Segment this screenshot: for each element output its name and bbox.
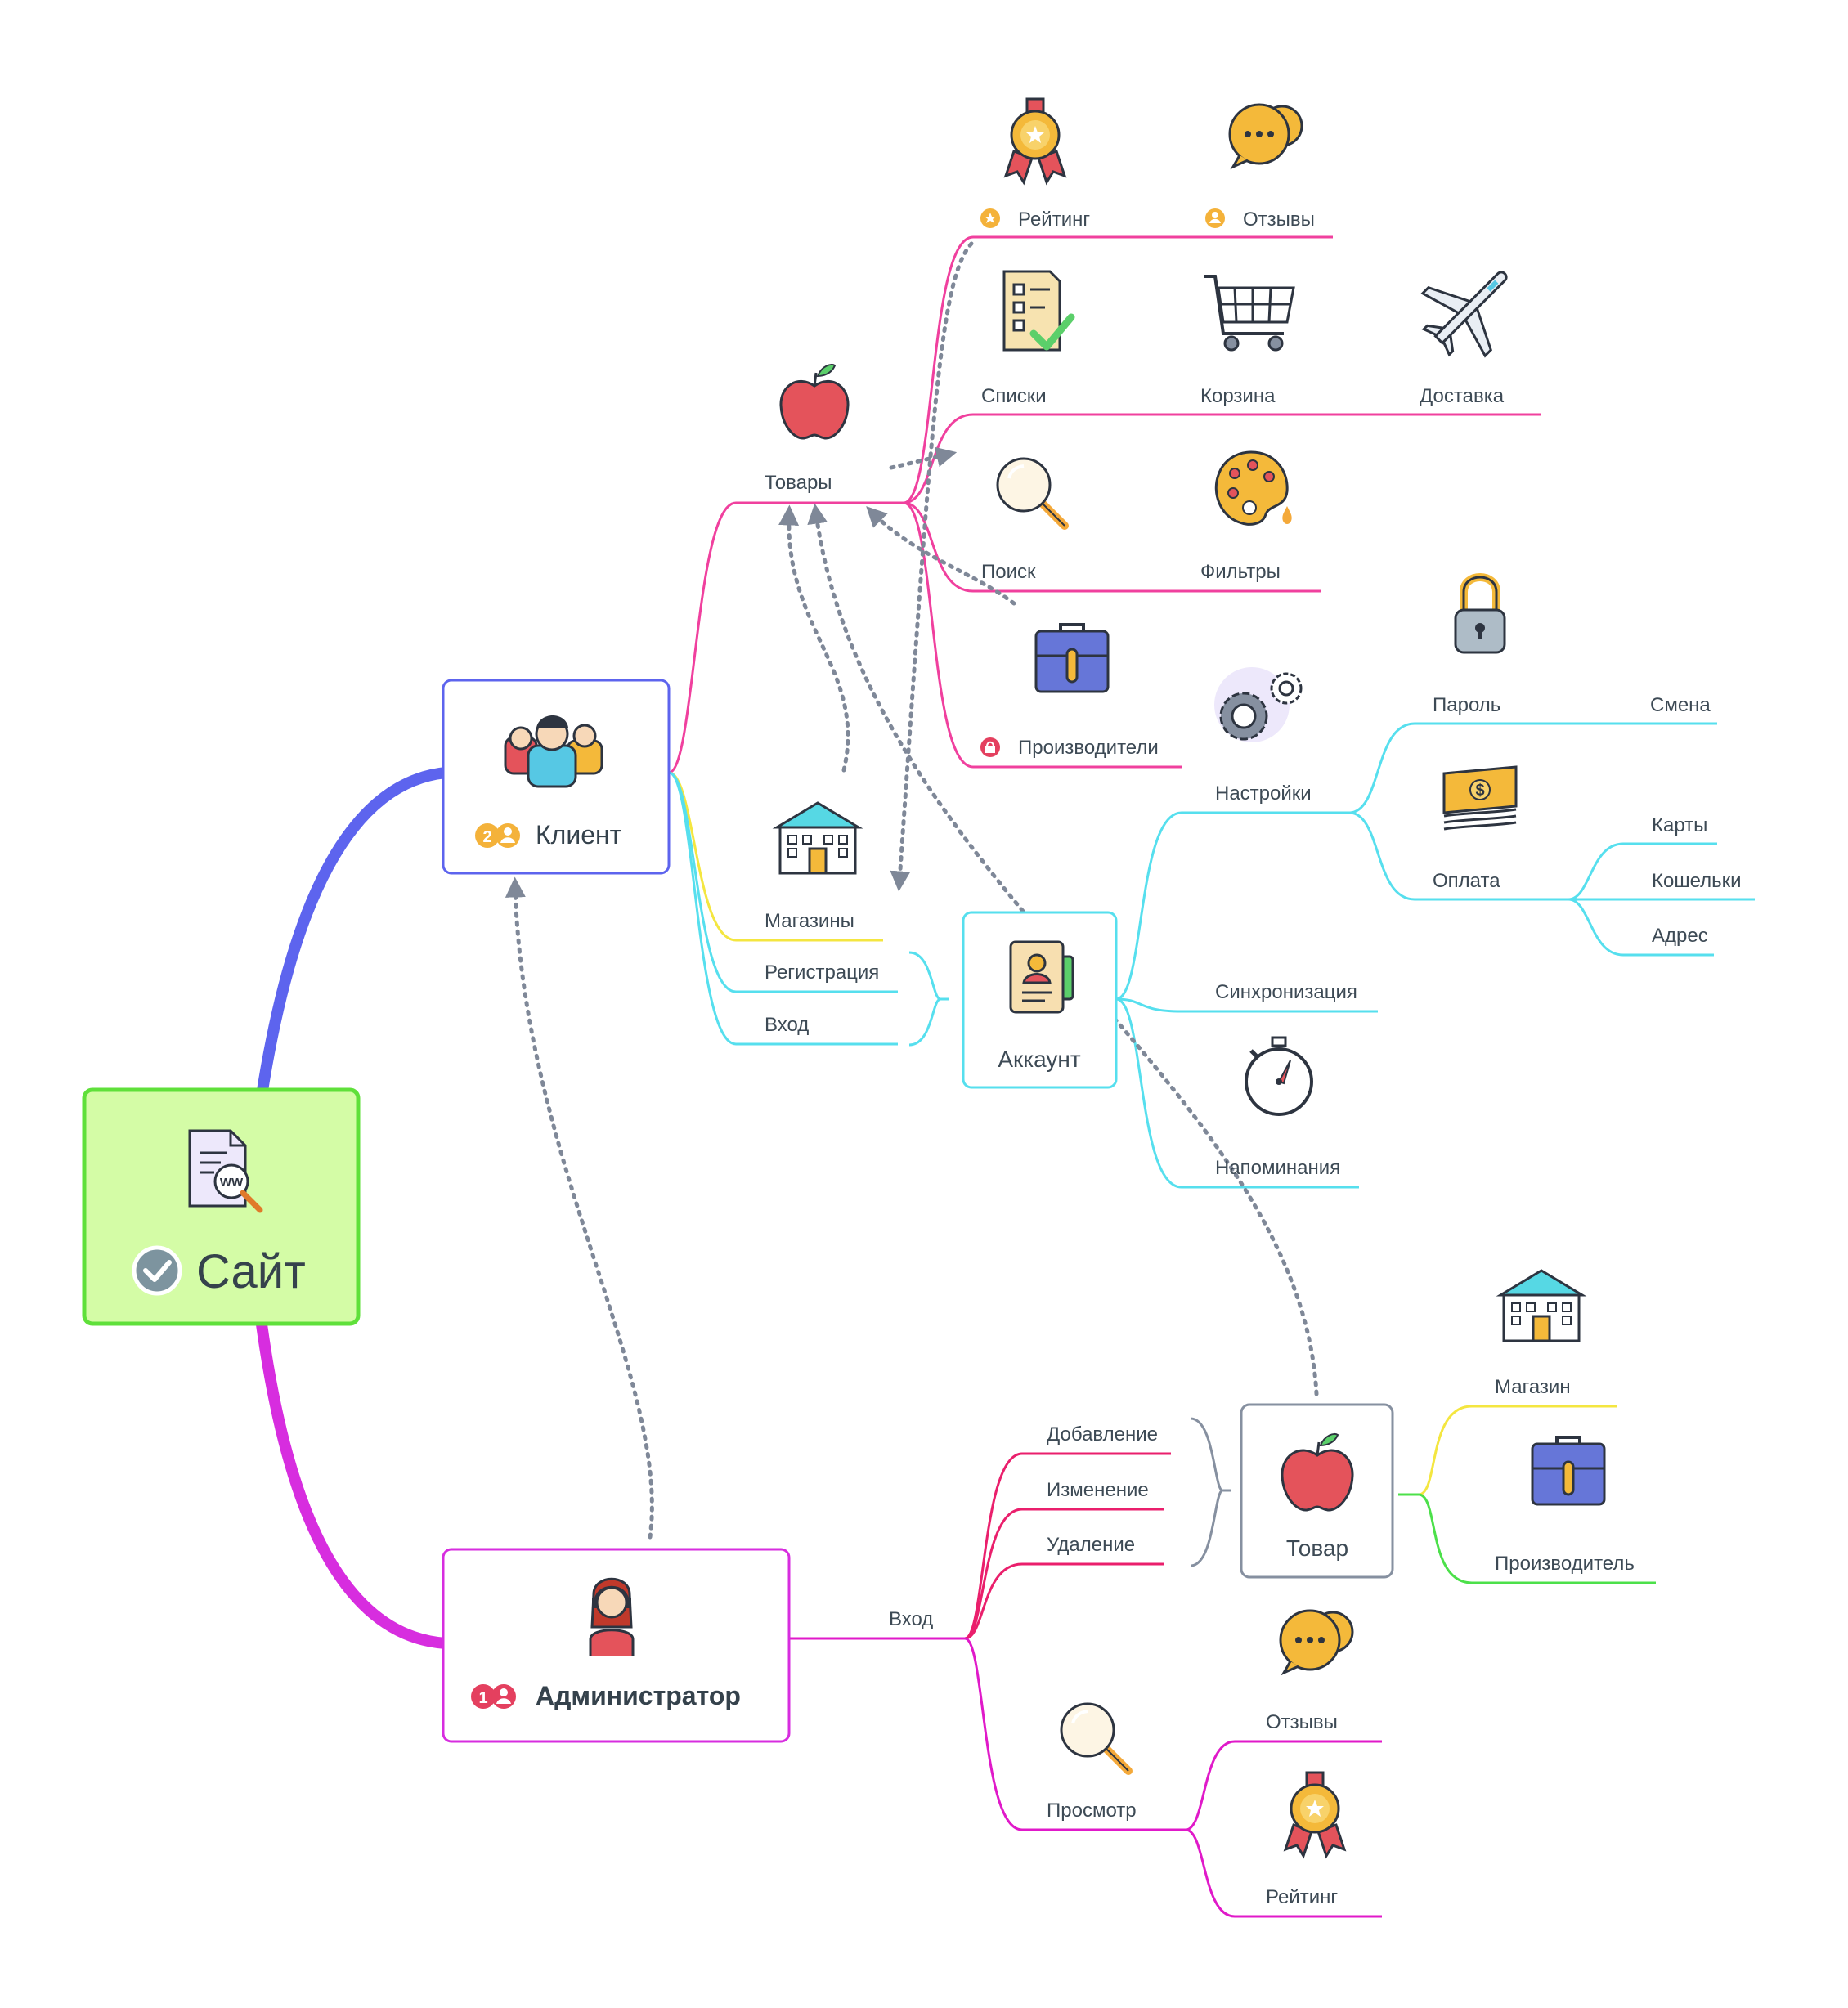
product-branches bbox=[1398, 1405, 1656, 1584]
label-view[interactable]: Просмотр bbox=[1047, 1800, 1137, 1822]
label-edit[interactable]: Изменение bbox=[1047, 1479, 1149, 1501]
client-title: Клиент bbox=[536, 820, 622, 849]
padlock-icon bbox=[1454, 573, 1506, 654]
priority-badge-icon: 1 bbox=[471, 1684, 516, 1709]
admin-node[interactable]: 1 Администратор bbox=[442, 1548, 791, 1743]
label-rating[interactable]: Рейтинг bbox=[1018, 208, 1090, 231]
label-goods[interactable]: Товары bbox=[765, 472, 832, 494]
label-payment[interactable]: Оплата bbox=[1433, 870, 1500, 892]
svg-text:$: $ bbox=[1475, 782, 1484, 800]
task-done-icon bbox=[132, 1245, 182, 1296]
paint-palette-icon bbox=[1214, 450, 1292, 526]
building-icon bbox=[772, 801, 863, 875]
label-producers[interactable]: Производители bbox=[1018, 737, 1159, 759]
bracket-account bbox=[908, 951, 949, 1047]
checklist-icon bbox=[1002, 270, 1075, 352]
bracket-product bbox=[1190, 1417, 1231, 1567]
priority-badge-icon: 2 bbox=[475, 823, 520, 848]
label-filters[interactable]: Фильтры bbox=[1200, 561, 1281, 583]
label-store[interactable]: Магазин bbox=[1495, 1376, 1571, 1398]
admin-title: Администратор bbox=[536, 1681, 741, 1710]
label-sync[interactable]: Синхронизация bbox=[1215, 981, 1357, 1003]
label-address[interactable]: Адрес bbox=[1652, 925, 1708, 947]
magnifier-icon bbox=[1060, 1702, 1133, 1775]
apple-icon bbox=[1281, 1432, 1354, 1512]
label-delivery[interactable]: Доставка bbox=[1420, 385, 1505, 407]
label-reviews[interactable]: Отзывы bbox=[1243, 208, 1315, 231]
label-cart[interactable]: Корзина bbox=[1200, 385, 1276, 407]
label-admin-login[interactable]: Вход bbox=[889, 1608, 933, 1630]
root-title: Сайт bbox=[196, 1245, 306, 1298]
star-badge-icon bbox=[980, 208, 1000, 228]
label-producer[interactable]: Производитель bbox=[1495, 1553, 1635, 1575]
contact-card-icon bbox=[1009, 940, 1074, 1014]
branch-root-client bbox=[256, 767, 451, 1101]
label-registration[interactable]: Регистрация bbox=[765, 961, 879, 984]
chat-bubbles-icon bbox=[1228, 103, 1303, 170]
lock-badge-icon bbox=[980, 737, 1000, 757]
label-lists[interactable]: Списки bbox=[981, 385, 1047, 407]
client-node[interactable]: 2 Клиент bbox=[442, 679, 671, 875]
building-icon bbox=[1496, 1269, 1587, 1342]
product-node[interactable]: Товар bbox=[1240, 1403, 1394, 1579]
labels: Товары Рейтинг Отзывы Списки Корзина Дос… bbox=[765, 208, 1742, 1908]
account-branches bbox=[1115, 722, 1755, 1189]
label-admin-reviews[interactable]: Отзывы bbox=[1266, 1711, 1338, 1733]
svg-text:1: 1 bbox=[478, 1689, 487, 1707]
label-change[interactable]: Смена bbox=[1650, 694, 1711, 716]
admin-branches bbox=[789, 1452, 1382, 1918]
branch-root-admin bbox=[256, 1319, 451, 1649]
label-cards[interactable]: Карты bbox=[1652, 814, 1707, 836]
money-icon: $ bbox=[1442, 765, 1518, 831]
label-reminders[interactable]: Напоминания bbox=[1215, 1157, 1340, 1179]
label-settings[interactable]: Настройки bbox=[1215, 782, 1312, 805]
gears-icon bbox=[1214, 667, 1303, 742]
label-password[interactable]: Пароль bbox=[1433, 694, 1500, 716]
chat-bubbles-icon bbox=[1279, 1609, 1354, 1676]
shopping-cart-icon bbox=[1204, 275, 1295, 352]
medal-icon bbox=[1003, 97, 1067, 186]
briefcase-icon bbox=[1034, 623, 1110, 693]
stopwatch-icon bbox=[1245, 1036, 1313, 1116]
label-login[interactable]: Вход bbox=[765, 1014, 809, 1036]
relationships bbox=[505, 241, 1319, 1540]
label-add[interactable]: Добавление bbox=[1047, 1423, 1158, 1445]
people-group-icon bbox=[504, 715, 603, 788]
briefcase-icon bbox=[1531, 1436, 1606, 1506]
label-admin-rating[interactable]: Рейтинг bbox=[1266, 1886, 1338, 1908]
label-wallets[interactable]: Кошельки bbox=[1652, 870, 1742, 892]
operator-headset-icon bbox=[589, 1577, 635, 1656]
account-title: Аккаунт bbox=[998, 1047, 1081, 1072]
apple-icon bbox=[779, 363, 850, 440]
person-badge-icon bbox=[1205, 208, 1225, 228]
medal-icon bbox=[1283, 1771, 1347, 1859]
svg-text:WW: WW bbox=[220, 1176, 244, 1190]
root-node[interactable]: WW Сайт bbox=[82, 1087, 361, 1326]
account-node[interactable]: Аккаунт bbox=[962, 911, 1118, 1089]
web-document-icon: WW bbox=[188, 1129, 263, 1213]
label-stores[interactable]: Магазины bbox=[765, 910, 854, 932]
svg-text:2: 2 bbox=[482, 828, 491, 846]
airplane-icon bbox=[1420, 271, 1508, 358]
product-title: Товар bbox=[1286, 1535, 1348, 1561]
label-search[interactable]: Поиск bbox=[981, 561, 1036, 583]
label-delete[interactable]: Удаление bbox=[1047, 1534, 1135, 1556]
magnifier-icon bbox=[996, 457, 1069, 530]
